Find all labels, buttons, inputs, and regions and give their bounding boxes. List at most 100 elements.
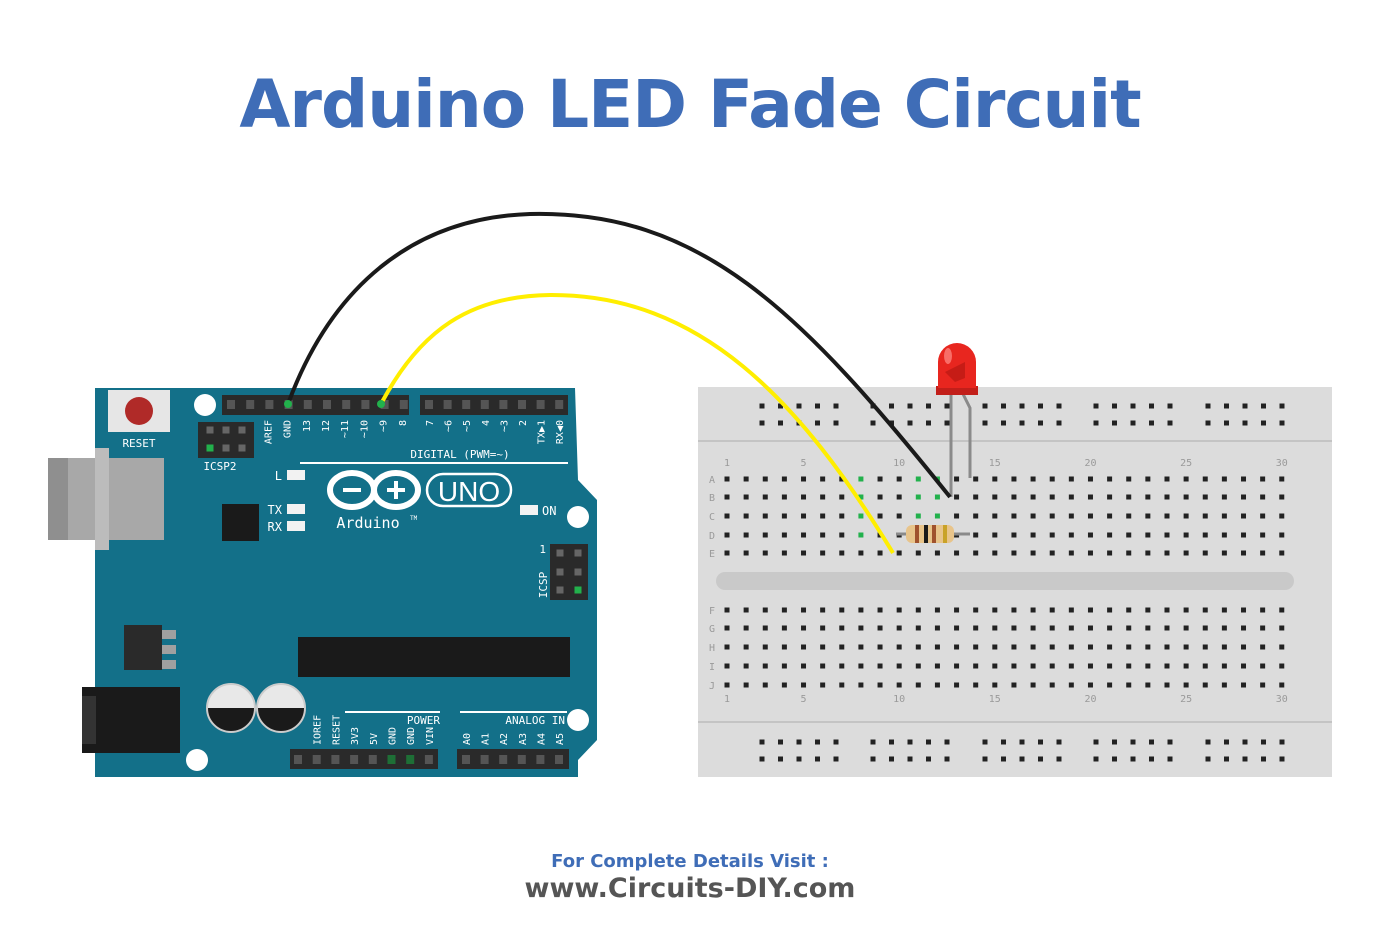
digital-header-right xyxy=(420,395,568,415)
breadboard-hole xyxy=(1011,513,1017,519)
rail-hole xyxy=(907,403,913,409)
breadboard-hole xyxy=(1241,625,1247,631)
breadboard-hole xyxy=(1164,625,1170,631)
breadboard-hole xyxy=(820,625,826,631)
breadboard-hole xyxy=(973,663,979,669)
breadboard-hole xyxy=(1030,550,1036,556)
rail-hole xyxy=(778,739,783,745)
breadboard-hole xyxy=(1030,476,1036,482)
breadboard-hole xyxy=(1279,644,1285,650)
rail-hole xyxy=(944,403,950,409)
breadboard-hole xyxy=(1049,513,1055,519)
breadboard-hole xyxy=(973,513,979,519)
rail-hole xyxy=(833,420,839,426)
breadboard-hole xyxy=(1183,644,1189,650)
rail-hole xyxy=(1149,739,1154,745)
breadboard-hole xyxy=(954,625,960,631)
breadboard-hole xyxy=(762,513,768,519)
breadboard-hole xyxy=(1087,532,1093,538)
breadboard-hole xyxy=(915,644,921,650)
column-number: 30 xyxy=(1276,458,1288,469)
regulator-pin xyxy=(162,645,176,654)
breadboard-hole xyxy=(724,644,730,650)
rail-hole xyxy=(796,403,802,409)
breadboard-hole xyxy=(1068,513,1074,519)
breadboard-hole xyxy=(896,476,902,482)
breadboard-hole xyxy=(743,644,749,650)
rail-hole xyxy=(759,739,765,745)
rail-hole xyxy=(926,739,931,745)
icsp2-pin xyxy=(238,444,246,452)
breadboard-hole xyxy=(934,550,940,556)
column-number: 1 xyxy=(724,458,730,469)
breadboard-hole xyxy=(934,513,940,519)
breadboard-hole xyxy=(1068,532,1074,538)
rail-hole xyxy=(778,756,783,762)
breadboard-hole xyxy=(1107,663,1113,669)
arduino-pcb xyxy=(95,388,597,777)
row-label-f: F xyxy=(709,606,715,617)
breadboard-hole xyxy=(1241,607,1247,613)
breadboard-hole xyxy=(1087,607,1093,613)
breadboard-hole xyxy=(781,550,787,556)
rail-hole xyxy=(982,756,988,762)
breadboard-hole xyxy=(1279,513,1285,519)
breadboard-hole xyxy=(1202,494,1208,500)
usb-connector-edge xyxy=(48,458,68,540)
breadboard-hole xyxy=(801,625,807,631)
breadboard-hole xyxy=(896,663,902,669)
icsp-pin1-label: 1 xyxy=(539,543,546,556)
breadboard-hole xyxy=(839,494,845,500)
breadboard-hole xyxy=(1087,663,1093,669)
icsp-pin xyxy=(556,586,564,594)
breadboard-hole xyxy=(1011,550,1017,556)
breadboard-hole xyxy=(1279,663,1285,669)
breadboard-hole xyxy=(1260,476,1266,482)
icsp-pins xyxy=(556,549,582,594)
column-number: 30 xyxy=(1276,694,1288,705)
breadboard-hole xyxy=(1126,494,1132,500)
breadboard-hole xyxy=(1183,607,1189,613)
breadboard-hole xyxy=(877,476,883,482)
rail-hole xyxy=(1242,420,1248,426)
breadboard-hole xyxy=(858,682,864,688)
breadboard-hole xyxy=(801,644,807,650)
breadboard-hole xyxy=(1202,644,1208,650)
rail-hole xyxy=(1242,403,1248,409)
breadboard-hole xyxy=(839,644,845,650)
column-number: 10 xyxy=(893,458,905,469)
rail-hole xyxy=(1224,403,1229,409)
rail-hole xyxy=(833,403,839,409)
rail-hole xyxy=(1056,756,1062,762)
breadboard-hole xyxy=(1087,682,1093,688)
breadboard-hole xyxy=(1011,625,1017,631)
breadboard-hole xyxy=(801,663,807,669)
breadboard-hole xyxy=(820,644,826,650)
rail-hole xyxy=(1279,739,1285,745)
breadboard-hole xyxy=(954,607,960,613)
breadboard-hole xyxy=(1145,532,1151,538)
rail-hole xyxy=(815,403,820,409)
power-jack-edge xyxy=(82,696,96,744)
power-header xyxy=(290,749,438,769)
row-label-b: B xyxy=(709,493,715,504)
breadboard-hole xyxy=(1164,476,1170,482)
resistor-band xyxy=(932,525,936,543)
reset-label: RESET xyxy=(122,437,155,450)
column-number: 1 xyxy=(724,694,730,705)
breadboard-hole xyxy=(781,682,787,688)
led-l xyxy=(287,470,305,480)
rail-hole xyxy=(982,403,988,409)
breadboard-hole xyxy=(877,625,883,631)
digital-pin-label: ~3 xyxy=(499,420,510,432)
page-title: Arduino LED Fade Circuit xyxy=(239,66,1141,143)
breadboard-hole xyxy=(1260,532,1266,538)
breadboard-hole xyxy=(1241,532,1247,538)
breadboard-hole xyxy=(973,625,979,631)
breadboard-hole xyxy=(1202,682,1208,688)
row-label-a: A xyxy=(709,475,715,486)
website-url[interactable]: www.Circuits-DIY.com xyxy=(524,873,856,904)
breadboard-hole xyxy=(1279,550,1285,556)
breadboard-hole xyxy=(1087,644,1093,650)
header-pin xyxy=(555,755,563,764)
